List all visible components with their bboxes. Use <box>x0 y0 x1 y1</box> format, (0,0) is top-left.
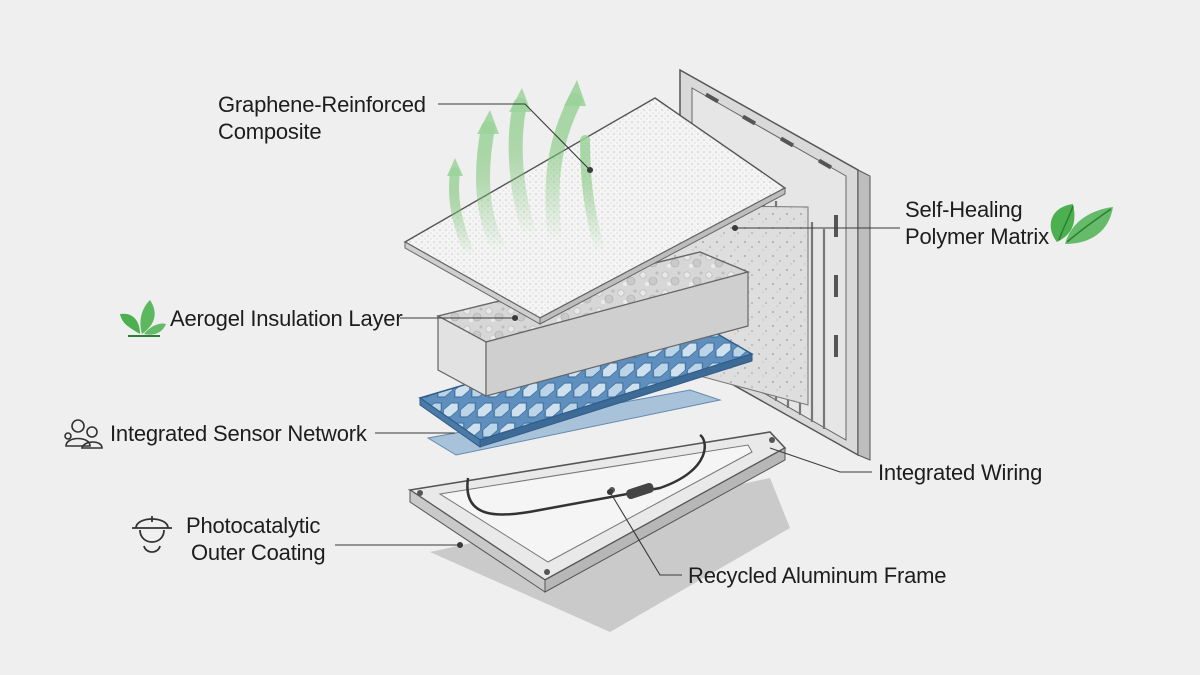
label-sensor: Integrated Sensor Network <box>110 421 367 446</box>
heat-flow-arrows <box>447 80 605 260</box>
label-self-healing-line2: Polymer Matrix <box>905 224 1049 249</box>
people-network-icon <box>64 419 103 449</box>
hard-hat-worker-icon <box>132 516 172 553</box>
label-photocatalytic: Photocatalytic Outer Coating <box>186 512 326 566</box>
label-self-healing: Self-Healing Polymer Matrix <box>905 196 1049 250</box>
label-photocatalytic-line2: Outer Coating <box>191 540 326 565</box>
label-self-healing-line1: Self-Healing <box>905 197 1023 222</box>
leader-lines <box>335 103 900 576</box>
label-photocatalytic-line1: Photocatalytic <box>186 513 321 538</box>
leader-aluminum-dot <box>606 488 614 496</box>
label-aerogel: Aerogel Insulation Layer <box>170 306 403 331</box>
sensor-network-grid <box>418 317 754 448</box>
leader-self-healing-dot <box>731 224 739 232</box>
leader-wiring <box>769 447 872 473</box>
label-wiring: Integrated Wiring <box>878 460 1043 485</box>
leaf-pair-icon <box>1050 204 1113 244</box>
leader-photocatalytic-dot <box>456 541 464 549</box>
leader-aluminum <box>609 491 682 576</box>
leaf-sprout-icon <box>120 300 166 337</box>
leader-graphene <box>438 103 591 171</box>
label-graphene: Graphene-Reinforced Composite <box>218 91 426 145</box>
aluminum-frame <box>407 431 787 593</box>
leader-aerogel-dot <box>511 314 519 322</box>
leader-graphene-dot <box>586 166 594 174</box>
label-graphene-line1: Graphene-Reinforced <box>218 92 426 117</box>
label-aluminum: Recycled Aluminum Frame <box>688 563 947 588</box>
label-graphene-line2: Composite <box>218 119 322 144</box>
